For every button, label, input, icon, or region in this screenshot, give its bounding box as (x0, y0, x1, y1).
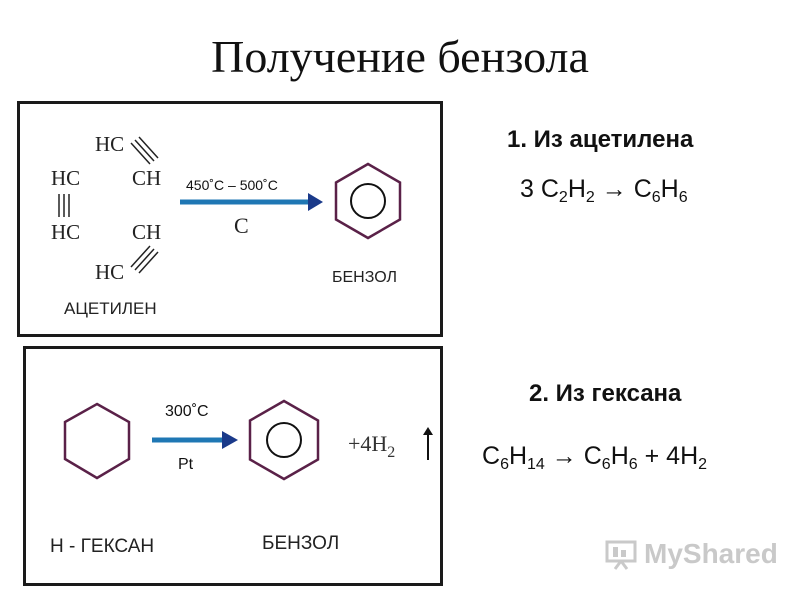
hc-left-top-label: HC (51, 166, 80, 190)
acetylene-catalyst-label: C (234, 213, 249, 238)
hydrogen-byproduct-label: +4H2 (348, 431, 395, 461)
acetylene-label: АЦЕТИЛЕН (64, 299, 157, 318)
acetylene-reaction-diagram: HC HC CH HC CH HC 450˚C – 500˚C C Б (51, 132, 402, 318)
hexane-equation: C6H14 → C6H6 + 4H2 (482, 442, 708, 473)
acetylene-equation: 3 C2H2 → C6H6 (520, 175, 688, 206)
benzene-ring-icon (334, 162, 402, 240)
watermark-text: MyShared (644, 538, 778, 569)
hc-left-bottom-label: HC (51, 220, 80, 244)
gas-release-arrow-head (423, 427, 433, 435)
hexane-reaction-panel: 300˚C Pt +4H2 Н - ГЕКСАН БЕНЗОЛ (23, 346, 443, 586)
hc-bottom-label: HC (95, 260, 124, 284)
hexane-label: Н - ГЕКСАН (50, 536, 154, 557)
ch-right-bottom-label: CH (132, 220, 161, 244)
slide-title: Получение бензола (211, 31, 589, 82)
hexane-arrow-head (222, 431, 238, 449)
acetylene-reaction-panel: HC HC CH HC CH HC 450˚C – 500˚C C Б (17, 101, 443, 337)
triple-bond-left (58, 194, 70, 217)
hexane-reaction-diagram: 300˚C Pt +4H2 Н - ГЕКСАН БЕНЗОЛ (50, 399, 433, 557)
method-hexane-heading: 2. Из гексана (529, 380, 682, 407)
aromatic-circle-product-icon (266, 422, 302, 458)
aromatic-circle-icon (350, 183, 386, 219)
triple-bond-bottom (130, 245, 159, 274)
ch-right-top-label: CH (132, 166, 161, 190)
watermark-logo: MyShared (604, 534, 778, 574)
presentation-screen-icon (605, 540, 637, 570)
hexane-temperature-label: 300˚C (165, 403, 209, 420)
method-acetylene-heading: 1. Из ацетилена (507, 126, 694, 153)
triple-bond-top (130, 136, 159, 165)
reaction-arrow-head (308, 193, 323, 211)
benzene-product-label: БЕНЗОЛ (262, 533, 339, 554)
hexane-catalyst-label: Pt (178, 456, 194, 473)
acetylene-temperature-label: 450˚C – 500˚C (186, 177, 278, 193)
benzene-label: БЕНЗОЛ (332, 269, 397, 286)
cyclohexane-ring-icon (63, 402, 131, 480)
hc-top-label: HC (95, 132, 124, 156)
benzene-ring-product-icon (248, 399, 320, 481)
